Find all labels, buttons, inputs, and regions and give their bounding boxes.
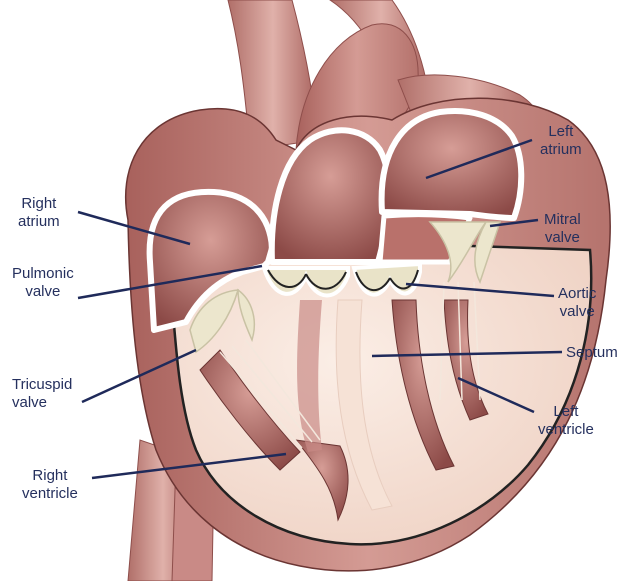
- label-left-ventricle: Left ventricle: [538, 403, 594, 439]
- label-left-atrium: Left atrium: [540, 123, 582, 159]
- label-mitral-valve-line1: Mitral: [544, 211, 581, 229]
- label-left-ventricle-line2: ventricle: [538, 421, 594, 439]
- label-mitral-valve-line2: valve: [544, 229, 581, 247]
- label-aortic-valve-line2: valve: [558, 303, 596, 321]
- label-left-ventricle-line1: Left: [538, 403, 594, 421]
- label-right-atrium-line1: Right: [18, 195, 60, 213]
- label-pulmonic-valve-line2: valve: [12, 283, 74, 301]
- label-pulmonic-valve: Pulmonic valve: [12, 265, 74, 301]
- label-right-ventricle-line1: Right: [22, 467, 78, 485]
- label-mitral-valve: Mitral valve: [544, 211, 581, 247]
- label-right-ventricle: Right ventricle: [22, 467, 78, 503]
- label-right-atrium: Right atrium: [18, 195, 60, 231]
- label-aortic-valve: Aortic valve: [558, 285, 596, 321]
- label-right-ventricle-line2: ventricle: [22, 485, 78, 503]
- label-septum: Septum: [566, 344, 618, 362]
- label-aortic-valve-line1: Aortic: [558, 285, 596, 303]
- label-tricuspid-valve-line2: valve: [12, 394, 72, 412]
- label-septum-text: Septum: [566, 344, 618, 362]
- label-tricuspid-valve: Tricuspid valve: [12, 376, 72, 412]
- label-pulmonic-valve-line1: Pulmonic: [12, 265, 74, 283]
- label-left-atrium-line1: Left: [540, 123, 582, 141]
- label-right-atrium-line2: atrium: [18, 213, 60, 231]
- label-left-atrium-line2: atrium: [540, 141, 582, 159]
- label-tricuspid-valve-line1: Tricuspid: [12, 376, 72, 394]
